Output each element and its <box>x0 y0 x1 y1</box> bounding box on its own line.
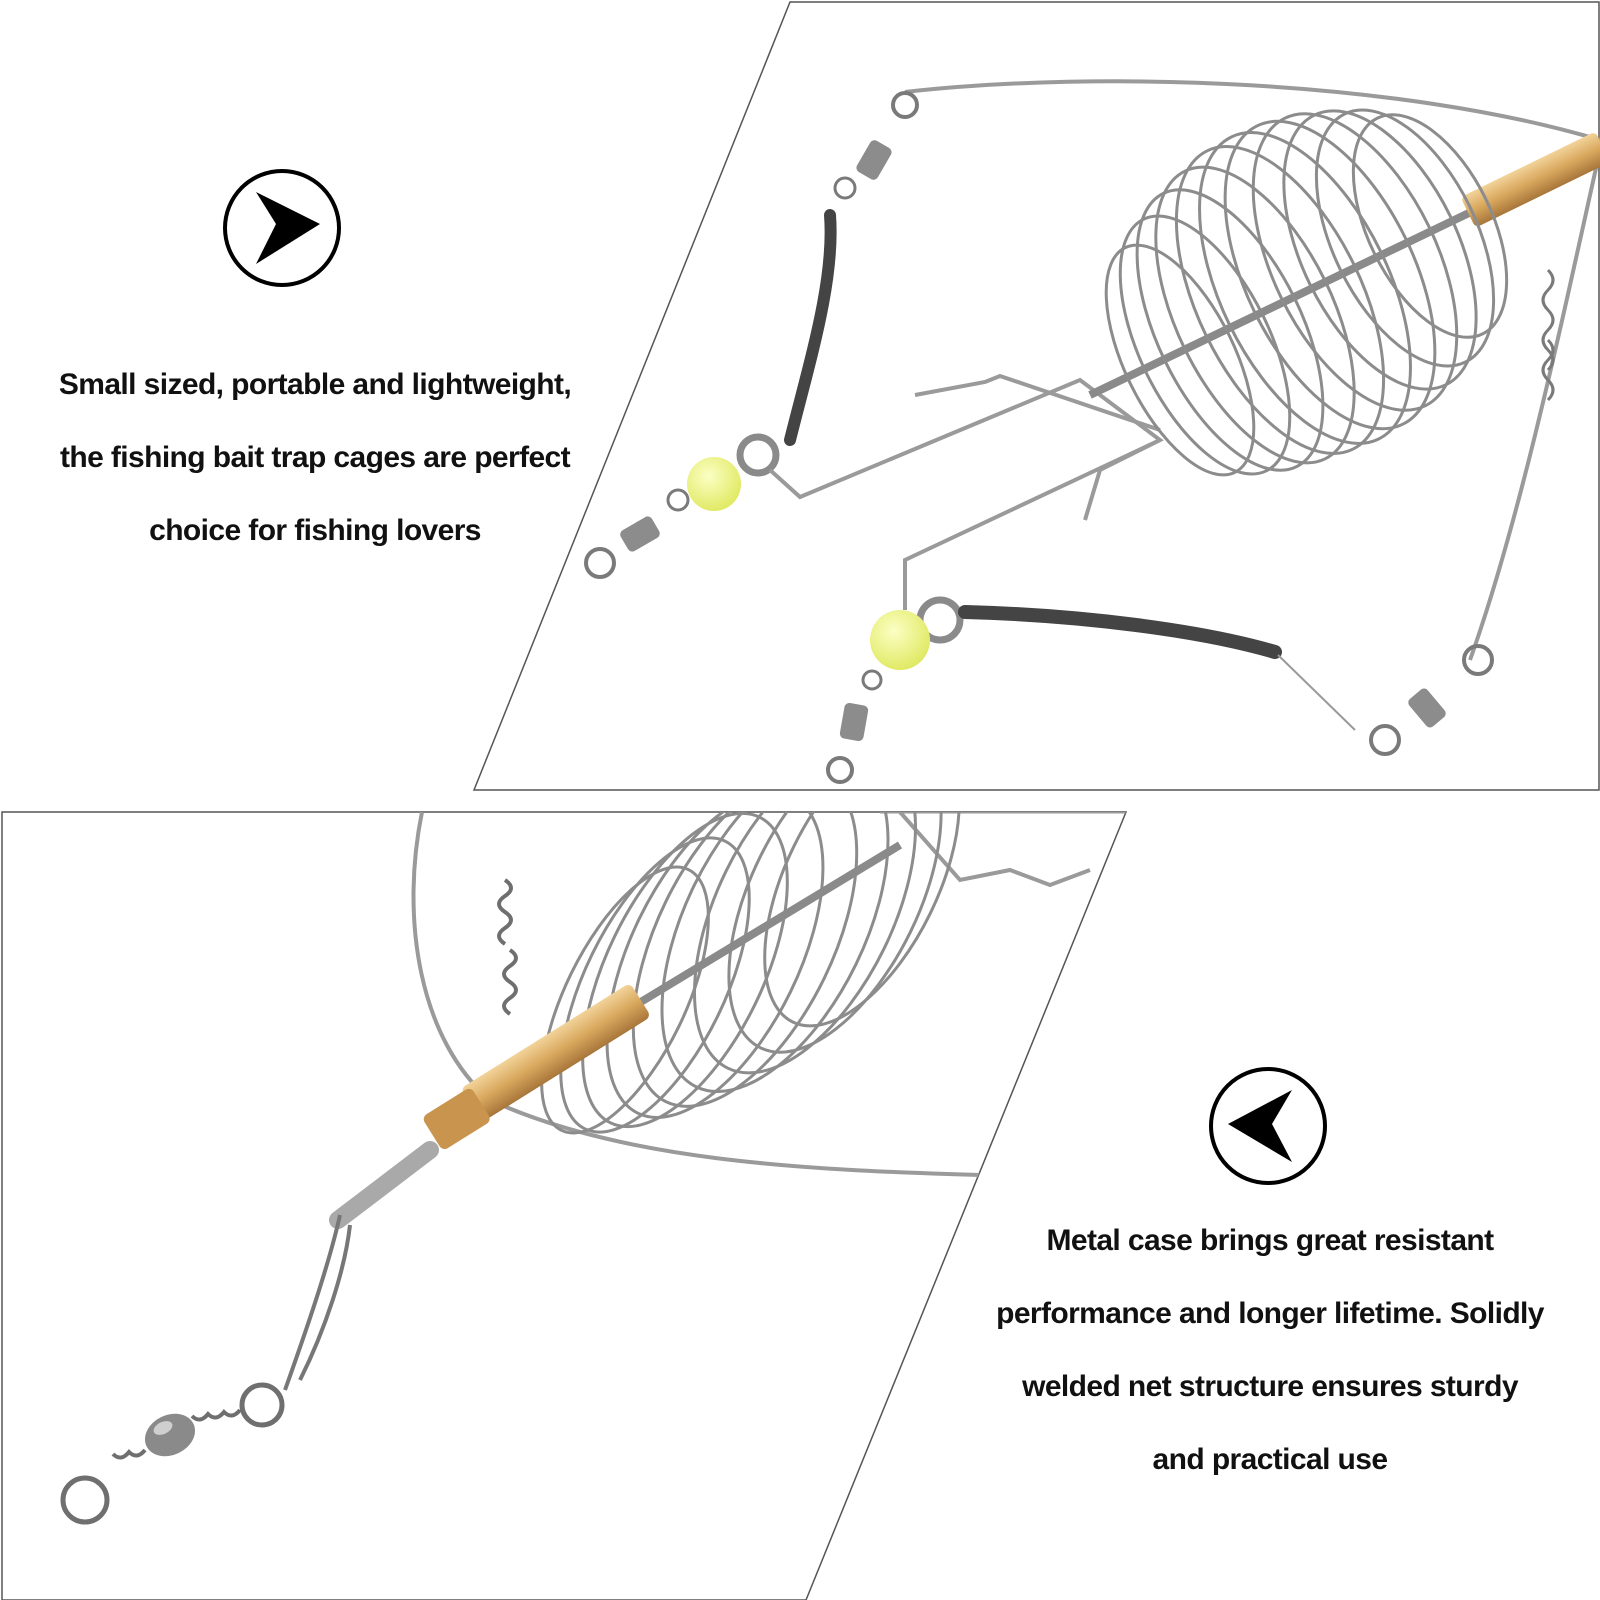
caption-line: performance and longer lifetime. Solidly <box>996 1297 1544 1330</box>
caption-line: Metal case brings great resistant <box>1046 1224 1494 1257</box>
arrow-left-circle-icon[interactable] <box>1208 1066 1328 1186</box>
bottom-feature-caption: Metal case brings great resistant perfor… <box>940 1204 1600 1496</box>
bottom-panel-frame <box>1 811 1128 1600</box>
top-feature-caption: Small sized, portable and lightweight, t… <box>0 348 630 567</box>
arrow-right-circle-icon[interactable] <box>222 168 342 288</box>
caption-line: welded net structure ensures sturdy <box>1022 1370 1518 1403</box>
caption-line: choice for fishing lovers <box>149 514 481 547</box>
caption-line: Small sized, portable and lightweight, <box>58 368 572 401</box>
caption-line: and practical use <box>1152 1443 1389 1476</box>
top-panel-frame <box>472 1 1600 791</box>
bottom-cage-closeup <box>60 812 1126 1525</box>
caption-line: the fishing bait trap cages are perfect <box>59 441 571 474</box>
top-cage-feeder <box>584 79 1600 784</box>
